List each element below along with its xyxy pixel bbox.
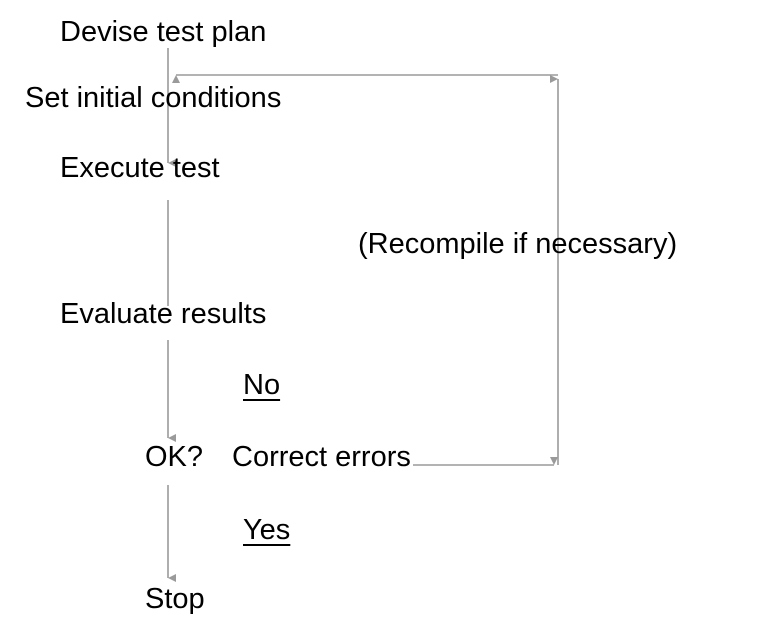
edge-label-no: No	[243, 369, 281, 401]
node-stop: Stop	[145, 583, 205, 615]
node-ok-decision: OK?	[145, 441, 204, 473]
edge-label-yes: Yes	[243, 514, 291, 546]
node-devise-test-plan: Devise test plan	[60, 16, 267, 48]
node-correct-errors: Correct errors	[230, 441, 413, 473]
node-set-initial-conditions: Set initial conditions	[25, 82, 282, 114]
note-recompile-if-necessary: (Recompile if necessary)	[358, 228, 678, 260]
node-execute-test: Execute test	[60, 152, 220, 184]
node-evaluate-results: Evaluate results	[60, 298, 267, 330]
